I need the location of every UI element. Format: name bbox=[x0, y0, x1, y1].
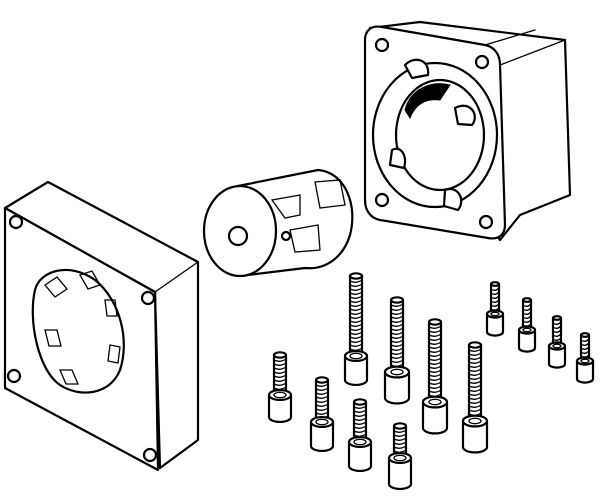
cap-screw bbox=[347, 398, 373, 473]
coupling bbox=[202, 168, 354, 278]
screw-set bbox=[267, 272, 595, 491]
cap-screw bbox=[517, 297, 537, 353]
coupling-claw-insert bbox=[31, 268, 125, 394]
cap-screw bbox=[383, 296, 411, 405]
cap-screw bbox=[461, 341, 489, 454]
cap-screw bbox=[267, 351, 293, 424]
cap-screw bbox=[387, 422, 413, 491]
housing bbox=[363, 20, 572, 242]
cap-screw bbox=[343, 272, 369, 387]
cap-screw bbox=[421, 318, 449, 435]
coupling-bore bbox=[227, 225, 249, 247]
cap-screw bbox=[309, 376, 335, 453]
mounting-hole bbox=[6, 368, 22, 384]
cap-screw bbox=[485, 281, 505, 337]
mounting-hole bbox=[140, 290, 156, 306]
mounting-hole bbox=[142, 447, 158, 463]
cap-screw bbox=[547, 315, 567, 369]
set-screw-hole bbox=[280, 230, 292, 242]
mounting-hole bbox=[8, 214, 24, 230]
flange-plate bbox=[3, 180, 200, 472]
cap-screw bbox=[575, 332, 595, 384]
